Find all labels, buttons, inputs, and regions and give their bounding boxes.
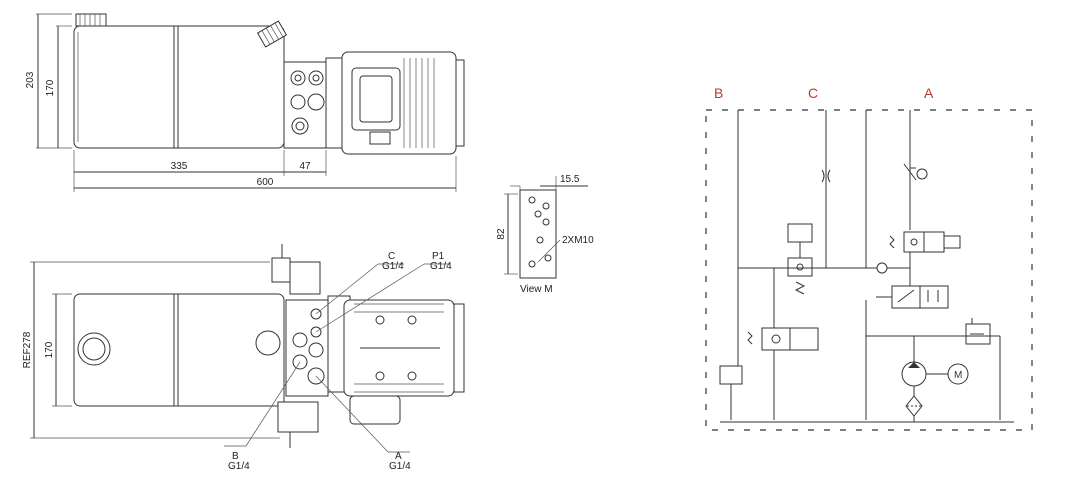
port-b-thread: G1/4 <box>228 461 250 472</box>
port-p1-label: P1 <box>432 251 445 262</box>
check-valve-a <box>916 168 928 180</box>
dim-203: 203 <box>25 71 36 88</box>
motor-letter: M <box>954 370 962 381</box>
solenoid-valve-c-top <box>787 223 813 243</box>
filler-cap <box>75 13 107 27</box>
schematic-port-c: C <box>808 85 818 101</box>
port-plate <box>519 189 557 279</box>
view-m-caption: View M <box>520 284 553 295</box>
hydraulic-schematic: B C A <box>705 85 1033 431</box>
schematic-port-b: B <box>714 85 723 101</box>
tank-body <box>73 25 285 149</box>
bottom-view: REF278 170 C G1/4 P1 G1/4 B G1/4 A G1/4 <box>22 244 465 472</box>
top-view: 203 170 335 47 600 <box>25 13 465 192</box>
port-c-label: C <box>388 251 395 262</box>
relief-valve-b <box>719 365 743 385</box>
view-m: 15.5 82 2XM10 View M <box>496 174 594 295</box>
port-c-thread: G1/4 <box>382 261 404 272</box>
port-a-thread: G1/4 <box>389 461 411 472</box>
tank-body-bottom <box>73 293 285 407</box>
dim-170-bottom: 170 <box>44 341 55 358</box>
hole-note: 2XM10 <box>562 235 594 246</box>
port-b-label: B <box>232 451 239 462</box>
dim-170-top: 170 <box>45 79 56 96</box>
dim-47: 47 <box>299 161 311 172</box>
schematic-boundary <box>705 109 1033 431</box>
throttle-c <box>821 169 831 183</box>
motor-symbol <box>947 363 969 385</box>
dim-600: 600 <box>257 177 274 188</box>
solenoid-bottom <box>277 401 319 433</box>
solenoid-top <box>289 261 321 295</box>
terminal-box <box>351 67 401 131</box>
dim-15-5: 15.5 <box>560 174 580 185</box>
dim-ref278: REF278 <box>22 331 33 368</box>
dim-335: 335 <box>171 161 188 172</box>
filler-cap-bottom <box>255 330 281 356</box>
port-p1-thread: G1/4 <box>430 261 452 272</box>
dim-82: 82 <box>496 228 507 240</box>
check-valve-p <box>876 262 888 274</box>
schematic-port-a: A <box>924 85 934 101</box>
breather-knob <box>256 20 288 48</box>
foot-bracket <box>349 395 401 425</box>
port-a-label: A <box>395 451 402 462</box>
